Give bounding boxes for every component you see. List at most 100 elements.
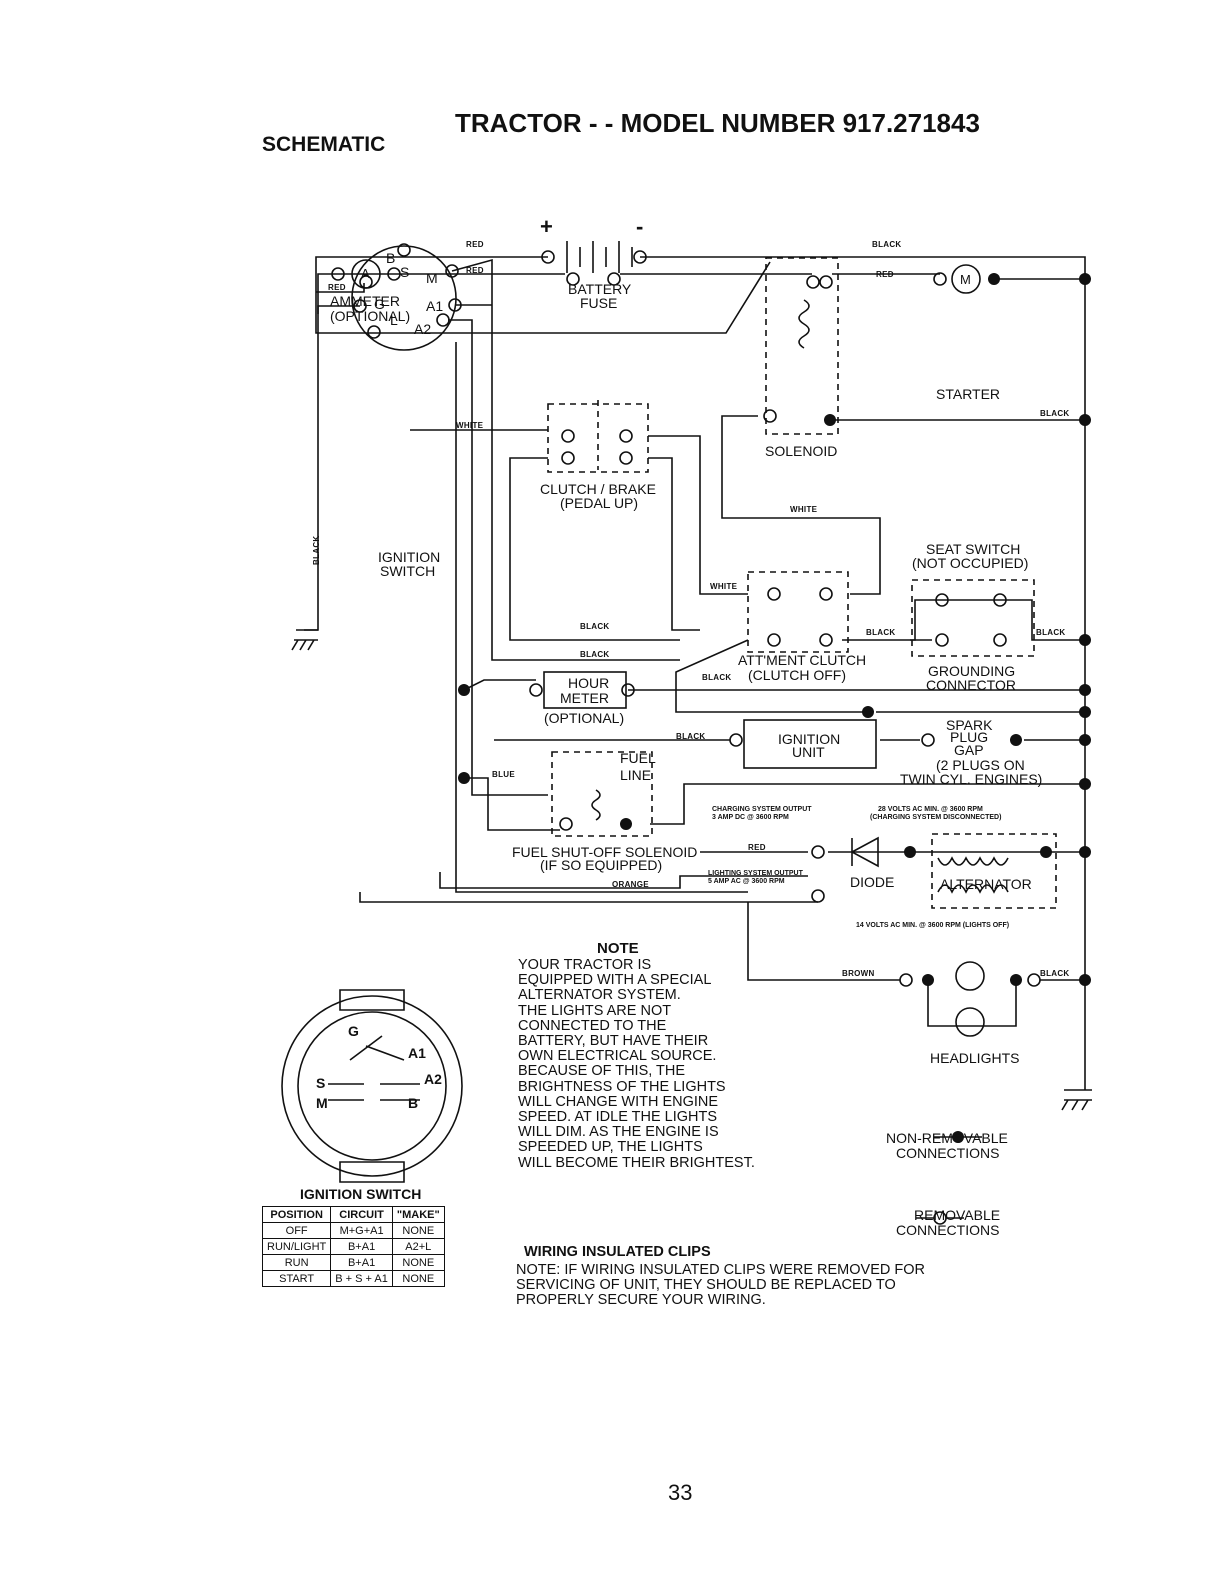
section-title: SCHEMATIC: [262, 133, 386, 156]
table-cell: RUN/LIGHT: [261, 1238, 332, 1255]
charging-output-label: CHARGING SYSTEM OUTPUT: [712, 806, 812, 813]
note-line: EQUIPPED WITH A SPECIAL: [518, 972, 712, 989]
hour-meter-label: HOUR: [568, 675, 610, 691]
attment-clutch-label: ATT'MENT CLUTCH: [738, 652, 867, 668]
note-line: ALTERNATOR SYSTEM.: [518, 987, 681, 1004]
battery-minus-sign: -: [636, 214, 644, 239]
table-cell: B + S + A1: [330, 1270, 393, 1287]
alternator-coil-bot: [937, 884, 1009, 894]
wire-solenoid-white: [721, 415, 881, 595]
note-line: CONNECTED TO THE: [518, 1017, 667, 1034]
wire-label-black-seat: BLACK: [1036, 628, 1066, 637]
grounding-connector-label-2: CONNECTOR: [926, 677, 1016, 693]
wire-fuel-out: [650, 783, 1085, 825]
wire-label-red-starter: RED: [876, 270, 894, 279]
wire-label-black-battery: BLACK: [872, 240, 902, 249]
note-line: SPEEDED UP, THE LIGHTS: [518, 1139, 703, 1156]
table-header: "MAKE": [391, 1206, 445, 1223]
wire-blue: [464, 777, 560, 831]
seat-switch-state: (NOT OCCUPIED): [912, 555, 1029, 571]
solenoid-box: [765, 257, 839, 435]
table-cell: B+A1: [330, 1254, 393, 1271]
switch-face-outer: [281, 995, 463, 1177]
switch-face-b: B: [408, 1095, 419, 1111]
ignition-switch-label: IGNITION: [378, 549, 441, 565]
wire-ign-lines: [455, 342, 748, 893]
battery-plates: [566, 241, 633, 273]
ammeter-label: AMMETER: [330, 293, 400, 309]
ign-terminal-m: M: [426, 270, 438, 286]
wire-label-blue: BLUE: [492, 770, 515, 779]
note-body: YOUR TRACTOR IS EQUIPPED WITH A SPECIAL …: [518, 957, 755, 1171]
wire-label-red-battery: RED: [466, 240, 484, 249]
switch-face-m: M: [316, 1095, 328, 1111]
spark-plug-gap: GAP: [954, 742, 984, 758]
wire-ground-main: [359, 892, 818, 903]
note-line: BATTERY, BUT HAVE THEIR: [518, 1033, 709, 1050]
note-line: YOUR TRACTOR IS: [518, 957, 652, 973]
starter-circle: [951, 264, 981, 294]
wire-label-black-1: BLACK: [580, 622, 610, 631]
ign-terminal-g: G: [374, 296, 385, 312]
ign-terminal-s: S: [400, 264, 410, 280]
wire-ign-g-black: [304, 305, 360, 631]
wire-ign-a2: [448, 319, 548, 796]
ign-terminal-b: B: [386, 250, 396, 266]
legend-symbols: [916, 1136, 982, 1225]
wire-headlight-loop: [927, 980, 1017, 1027]
wire-label-black-2: BLACK: [580, 650, 610, 659]
table-cell: START: [261, 1270, 332, 1287]
note-line: BRIGHTNESS OF THE LIGHTS: [518, 1078, 726, 1095]
fuel-line-label: LINE: [620, 767, 652, 783]
fuel-box: [551, 751, 653, 837]
ign-terminal-a1: A1: [426, 298, 444, 314]
table-header-row: POSITION CIRCUIT "MAKE": [261, 1206, 445, 1223]
table-header: CIRCUIT: [330, 1206, 393, 1223]
table-row: RUN B+A1 NONE: [261, 1254, 445, 1271]
table-row: RUN/LIGHT B+A1 A2+L: [261, 1238, 445, 1255]
note-line: WILL BECOME THEIR BRIGHTEST.: [518, 1154, 755, 1171]
legend-removable: REMOVABLE: [914, 1207, 1001, 1223]
wire-battery-red: [315, 256, 771, 334]
spark-plug-label: SPARK: [946, 717, 993, 733]
hour-meter-label-2: METER: [560, 690, 609, 706]
headlights-label: HEADLIGHTS: [930, 1050, 1020, 1066]
legend-removable-2: CONNECTIONS: [896, 1222, 1000, 1238]
seat-switch-label: SEAT SWITCH: [926, 541, 1021, 557]
wire-label-black-headlight: BLACK: [1040, 969, 1070, 978]
charging-output-spec: 3 AMP DC @ 3600 RPM: [712, 814, 789, 821]
non-removable-connectors: [458, 273, 1091, 1143]
table-cell: M+G+A1: [330, 1222, 393, 1239]
table-cell: NONE: [391, 1222, 445, 1239]
wire-label-black-ignunit: BLACK: [676, 732, 706, 741]
wire-cb-2: [648, 457, 700, 631]
wire-orange: [439, 872, 700, 889]
ignition-unit-label-2: UNIT: [792, 744, 825, 760]
clips-heading: WIRING INSULATED CLIPS: [524, 1244, 711, 1260]
wire-cb-3: [509, 457, 680, 641]
ignition-switch-table: POSITION CIRCUIT "MAKE" OFF M+G+A1 NONE …: [261, 1206, 445, 1287]
clutch-brake-label: CLUTCH / BRAKE: [540, 481, 656, 497]
starter-symbol: M: [960, 272, 971, 287]
headlight-lower: [955, 1007, 985, 1037]
table-row: OFF M+G+A1 NONE: [261, 1222, 445, 1239]
attment-clutch-state: (CLUTCH OFF): [748, 667, 846, 683]
wire-battery-black: [640, 256, 1086, 1090]
clips-line: SERVICING OF UNIT, THEY SHOULD BE REPLAC…: [516, 1277, 896, 1293]
wire-label-red-charge: RED: [748, 843, 766, 852]
wire-label-orange: ORANGE: [612, 880, 649, 889]
charging-disconnected-label: 28 VOLTS AC MIN. @ 3600 RPM: [878, 806, 983, 813]
wire-label-black-attclutch: BLACK: [866, 628, 896, 637]
wire-label-brown: BROWN: [842, 969, 875, 978]
note-line: THE LIGHTS ARE NOT: [518, 1002, 672, 1019]
table-cell: RUN: [261, 1254, 332, 1271]
note-line: OWN ELECTRICAL SOURCE.: [518, 1048, 717, 1065]
ammeter-optional-label: (OPTIONAL): [330, 308, 411, 324]
switch-face-tab-top: [339, 989, 405, 1011]
switch-face-g: G: [348, 1023, 359, 1039]
wire-label-red-ammeter: RED: [466, 266, 484, 275]
table-cell: OFF: [261, 1222, 332, 1239]
wire-seat: [910, 599, 1085, 641]
fuel-shutoff-equipped: (IF SO EQUIPPED): [540, 857, 663, 873]
charging-disconnected-state: (CHARGING SYSTEM DISCONNECTED): [870, 814, 1002, 821]
